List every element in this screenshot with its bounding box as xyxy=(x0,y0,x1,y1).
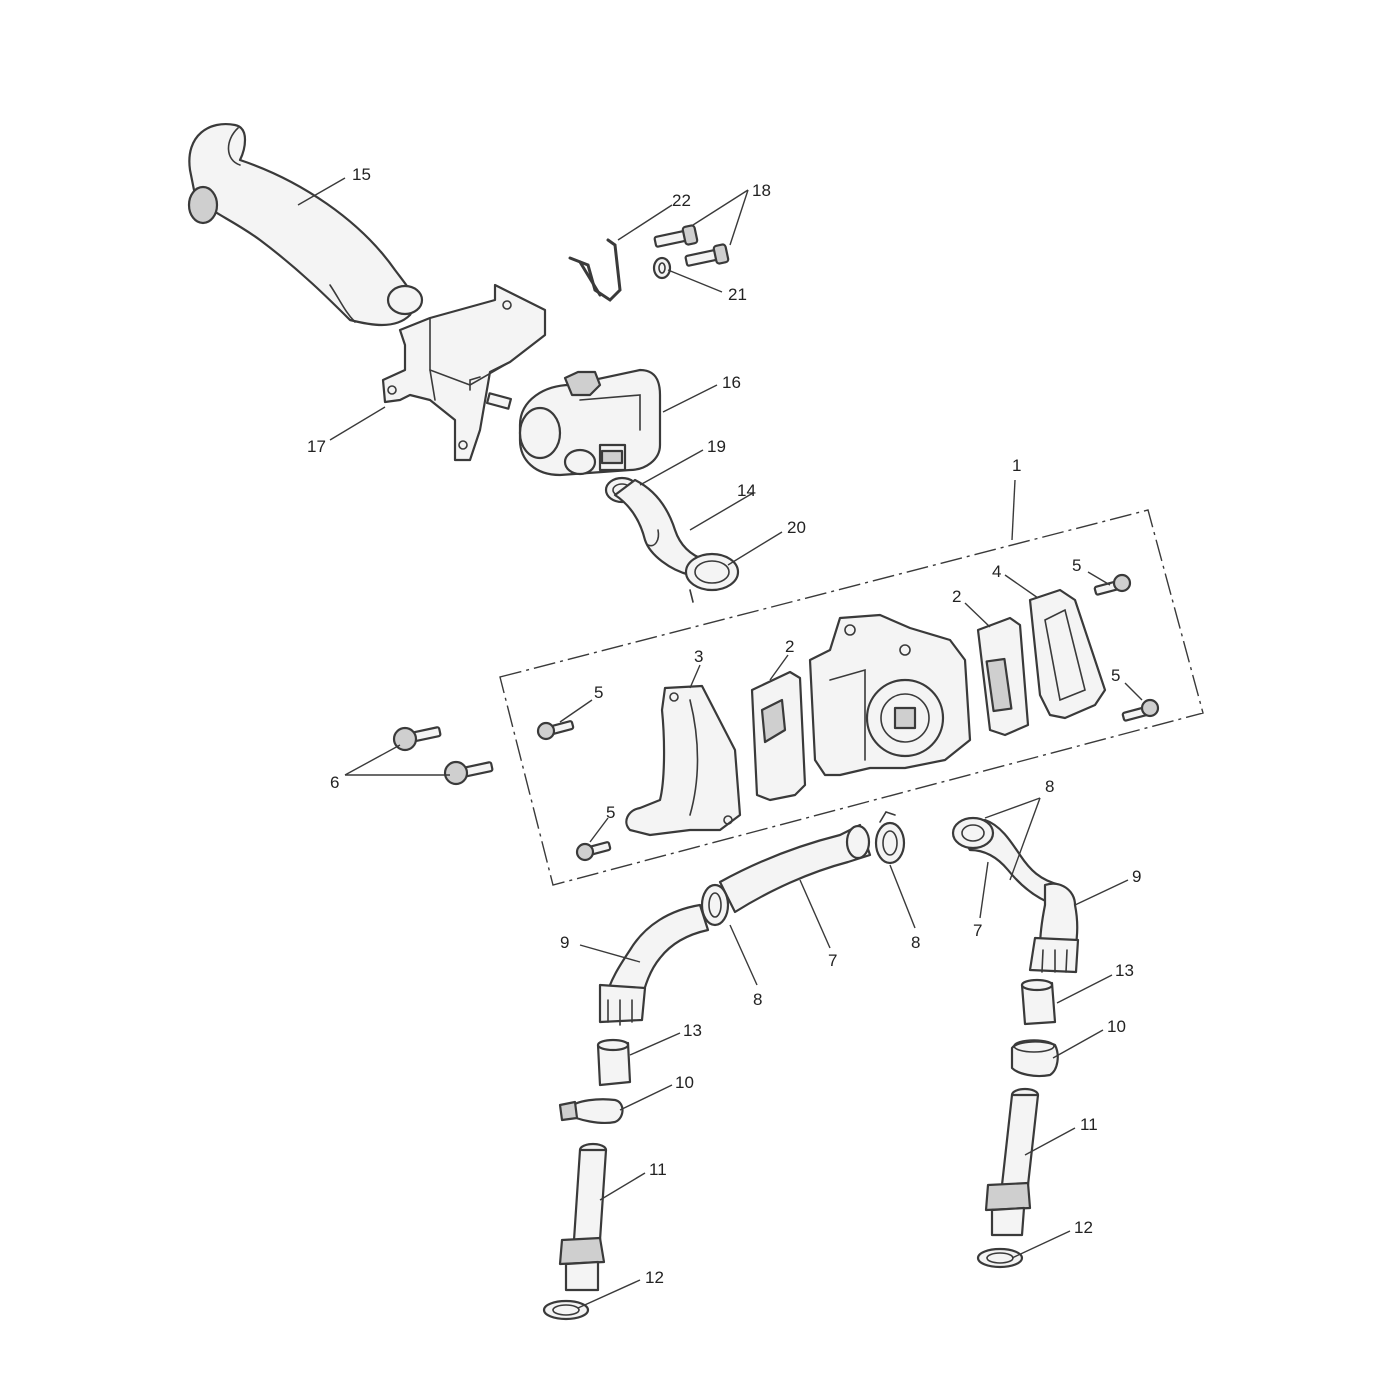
callout-14: 14 xyxy=(737,481,756,500)
part-20-clamp xyxy=(684,552,740,603)
callout-19: 19 xyxy=(707,437,726,456)
part-2-gasket-right xyxy=(976,616,1030,737)
part-7-hose-right xyxy=(951,816,1062,907)
part-9-elbow-left xyxy=(598,903,710,1026)
part-15-upper-hose xyxy=(187,123,424,327)
callout-labels: 15 22 18 21 16 17 19 14 1 20 5 4 2 5 3 2… xyxy=(307,165,1141,1287)
callout-15: 15 xyxy=(352,165,371,184)
callout-5-top: 5 xyxy=(1072,556,1081,575)
bolt-5a xyxy=(1093,573,1132,596)
part-22-clip xyxy=(568,238,622,302)
part-8-clamp-lower xyxy=(700,883,730,927)
part-11-pipe-right xyxy=(984,1087,1040,1237)
callout-4: 4 xyxy=(992,562,1001,581)
part-12-washer-right xyxy=(976,1247,1024,1269)
callout-5-left: 5 xyxy=(594,683,603,702)
part-5-bolts xyxy=(536,573,1160,862)
part-16-valve xyxy=(518,368,662,477)
callout-5-bottom: 5 xyxy=(606,803,615,822)
part-4-frame xyxy=(1028,588,1107,720)
callout-13-left: 13 xyxy=(683,1021,702,1040)
callout-8-mid: 8 xyxy=(911,933,920,952)
bolt-5c xyxy=(536,720,575,741)
leader-lines xyxy=(297,177,1143,1309)
part-12-washer-left xyxy=(542,1299,590,1321)
part-13-sleeve-left xyxy=(596,1038,632,1087)
callout-2-right: 2 xyxy=(952,587,961,606)
callout-10-left: 10 xyxy=(675,1073,694,1092)
part-21-washer xyxy=(652,256,672,280)
callout-10-right: 10 xyxy=(1107,1017,1126,1036)
part-10-clip-left xyxy=(558,1098,624,1124)
callout-3: 3 xyxy=(694,647,703,666)
bolt-5d xyxy=(575,841,612,862)
part-9-elbow-right xyxy=(1028,882,1080,974)
callout-18: 18 xyxy=(752,181,771,200)
callout-9-right: 9 xyxy=(1132,867,1141,886)
part-8-clamp-upper xyxy=(874,811,906,865)
callout-13-right: 13 xyxy=(1115,961,1134,980)
part-17-bracket xyxy=(381,283,547,462)
callout-8-bottom: 8 xyxy=(753,990,762,1009)
callout-22: 22 xyxy=(672,191,691,210)
part-11-pipe-left xyxy=(558,1142,608,1292)
callout-7-right: 7 xyxy=(973,921,982,940)
part-7-hose-left xyxy=(718,823,872,914)
callout-17: 17 xyxy=(307,437,326,456)
callout-2-left: 2 xyxy=(785,637,794,656)
part-2-gasket-left xyxy=(750,670,807,802)
callout-5-right: 5 xyxy=(1111,666,1120,685)
callout-6: 6 xyxy=(330,773,339,792)
callout-12-left: 12 xyxy=(645,1268,664,1287)
bolt-5b xyxy=(1121,698,1160,722)
part-3-outlet-cover xyxy=(625,684,742,837)
callout-21: 21 xyxy=(728,285,747,304)
callout-12-right: 12 xyxy=(1074,1218,1093,1237)
thermostat-housing xyxy=(808,613,972,777)
part-18-screws xyxy=(653,224,730,267)
callout-16: 16 xyxy=(722,373,741,392)
part-10-clip-right xyxy=(1010,1039,1059,1078)
part-13-sleeve-right xyxy=(1020,978,1057,1026)
callout-1: 1 xyxy=(1012,456,1021,475)
callout-11-left: 11 xyxy=(649,1160,667,1179)
callout-11-right: 11 xyxy=(1080,1115,1098,1134)
callout-9-left: 9 xyxy=(560,933,569,952)
callout-20: 20 xyxy=(787,518,806,537)
part-1-assembly-outline xyxy=(499,509,1204,886)
callout-7-left: 7 xyxy=(828,951,837,970)
callout-8-top: 8 xyxy=(1045,777,1054,796)
